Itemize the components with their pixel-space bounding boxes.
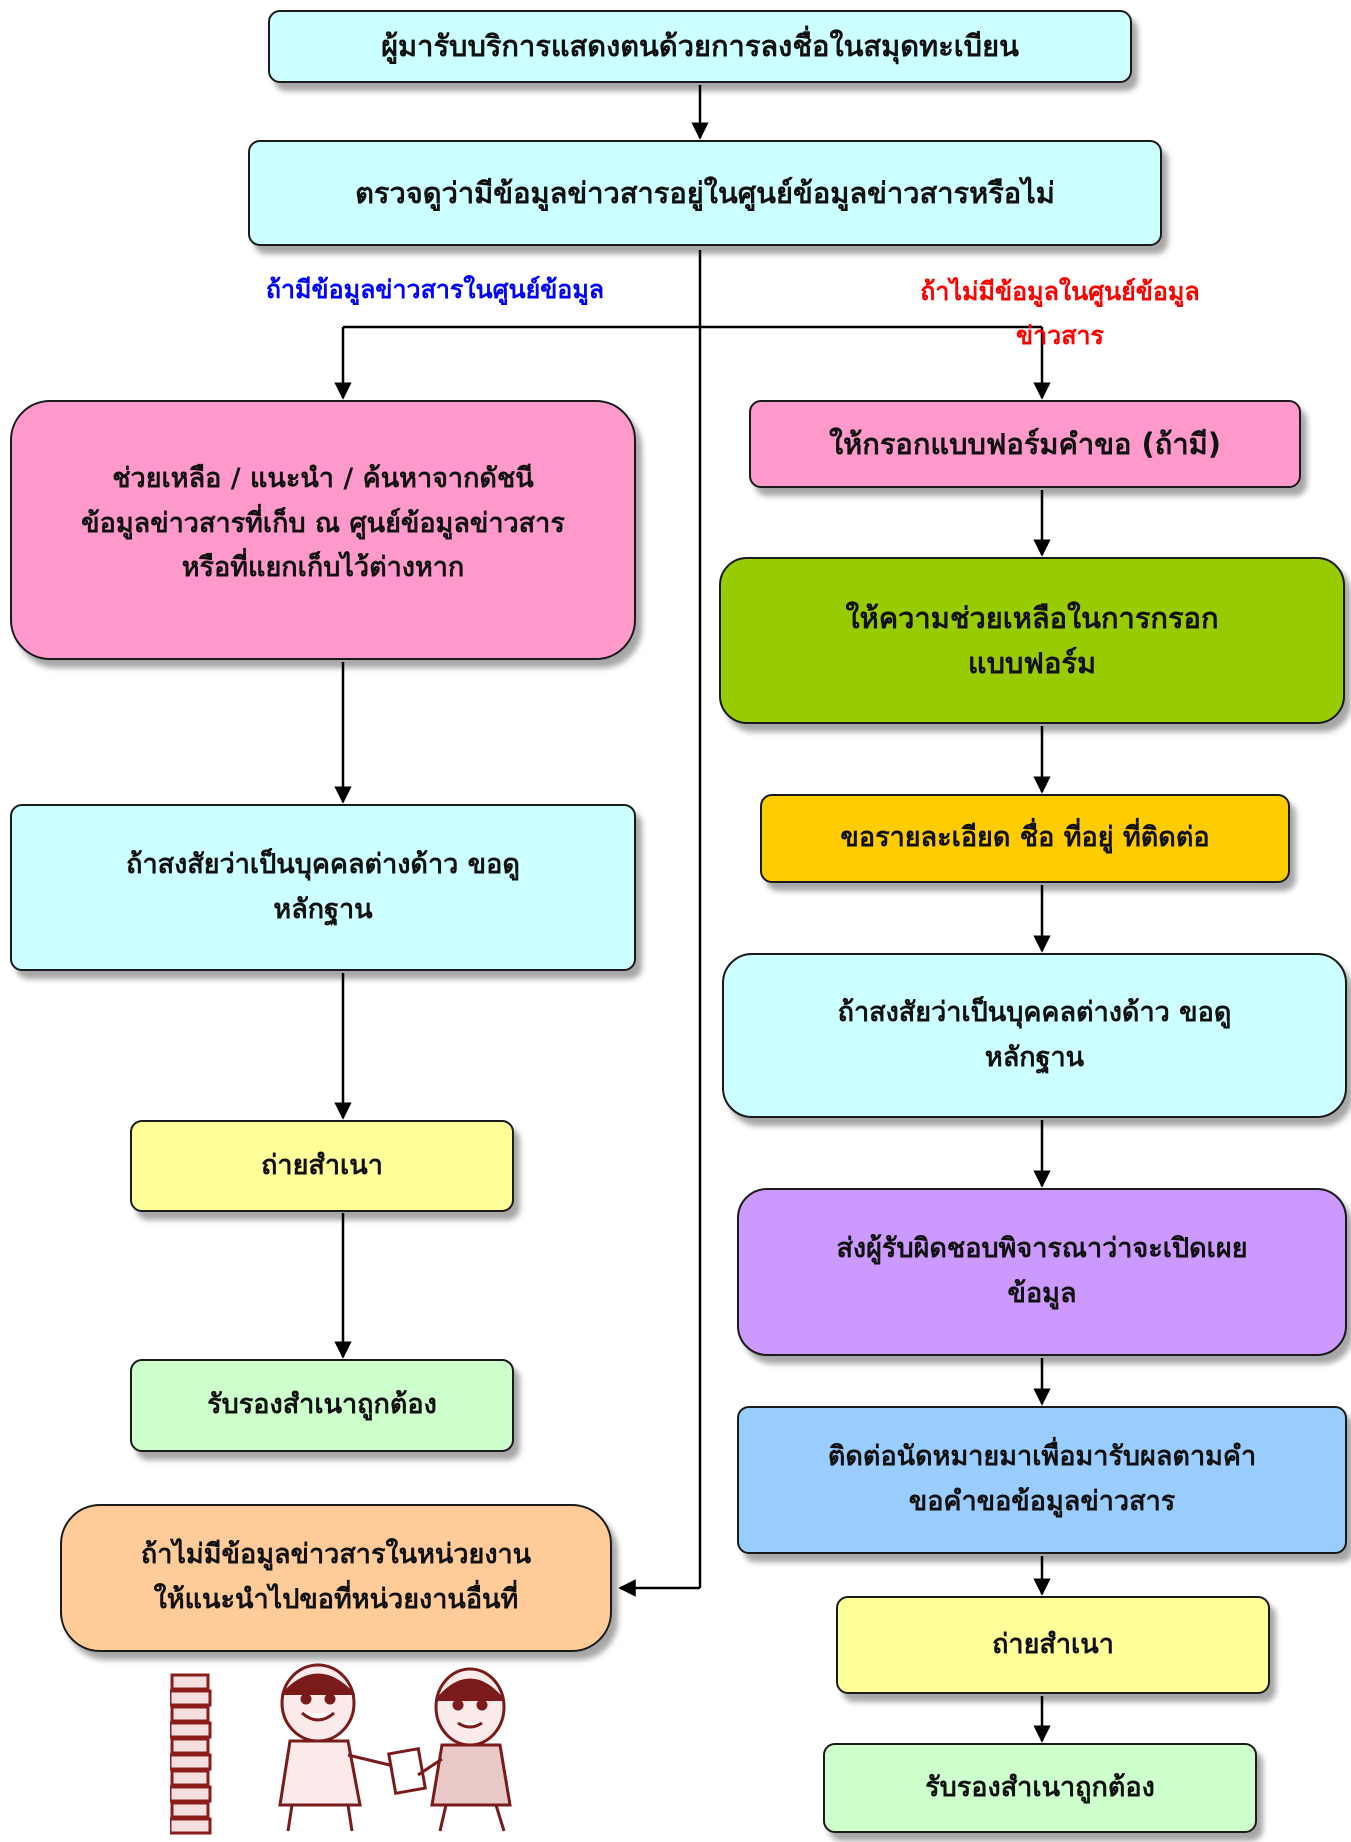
- suspect-foreigner-box-right: ถ้าสงสัยว่าเป็นบุคคลต่างด้าว ขอดู หลักฐา…: [722, 953, 1347, 1118]
- help-search-line-2: ข้อมูลข่าวสารที่เก็บ ณ ศูนย์ข้อมูลข่าวสา…: [81, 507, 565, 539]
- paper-stack-icon: [170, 1673, 212, 1835]
- suspect-foreigner-box-left: ถ้าสงสัยว่าเป็นบุคคลต่างด้าว ขอดู หลักฐา…: [10, 804, 636, 971]
- branch-no-label-line1: ถ้าไม่มีข้อมูลในศูนย์ข้อมูล: [920, 277, 1200, 306]
- refer-other-agency-box: ถ้าไม่มีข้อมูลข่าวสารในหน่วยงาน ให้แนะนำ…: [60, 1504, 612, 1652]
- person-left-icon: [278, 1663, 399, 1832]
- branch-no-label-line2: ข่าวสาร: [1016, 320, 1104, 350]
- appointment-box: ติดต่อนัดหมายมาเพื่อมารับผลตามคำ ขอคำขอข…: [737, 1406, 1347, 1554]
- consider-line-1: ส่งผู้รับผิดชอบพิจารณาว่าจะเปิดเผย: [836, 1233, 1248, 1265]
- certify-right-text: รับรองสำเนาถูกต้อง: [925, 1771, 1155, 1803]
- document-icon: [387, 1746, 427, 1796]
- appointment-line-1: ติดต่อนัดหมายมาเพื่อมารับผลตามคำ: [827, 1441, 1257, 1473]
- refer-line-1: ถ้าไม่มีข้อมูลข่าวสารในหน่วยงาน: [140, 1539, 532, 1571]
- request-details-box: ขอรายละเอียด ชื่อ ที่อยู่ ที่ติดต่อ: [760, 794, 1290, 883]
- help-search-box: ช่วยเหลือ / แนะนำ / ค้นหาจากดัชนี ข้อมูล…: [10, 400, 636, 660]
- copy-left-text: ถ่ายสำเนา: [261, 1149, 383, 1181]
- person-right-icon: [417, 1667, 512, 1832]
- check-step-text: ตรวจดูว่ามีข้อมูลข่าวสารอยู่ในศูนย์ข้อมู…: [355, 175, 1055, 210]
- assist-line-1: ให้ความช่วยเหลือในการกรอก: [845, 600, 1219, 635]
- certify-left-text: รับรองสำเนาถูกต้อง: [207, 1389, 437, 1421]
- suspect-left-line-2: หลักฐาน: [273, 893, 373, 925]
- branch-no-label: ถ้าไม่มีข้อมูลในศูนย์ข้อมูล ข่าวสาร: [870, 270, 1250, 358]
- start-step-text: ผู้มารับบริการแสดงตนด้วยการลงชื่อในสมุดท…: [381, 29, 1019, 64]
- branch-yes-label-text: ถ้ามีข้อมูลข่าวสารในศูนย์ข้อมูล: [265, 275, 605, 304]
- copy-box-left: ถ่ายสำเนา: [130, 1120, 514, 1212]
- request-details-text: ขอรายละเอียด ชื่อ ที่อยู่ ที่ติดต่อ: [840, 822, 1210, 854]
- start-step-box: ผู้มารับบริการแสดงตนด้วยการลงชื่อในสมุดท…: [268, 10, 1132, 83]
- certify-box-right: รับรองสำเนาถูกต้อง: [823, 1743, 1257, 1833]
- suspect-left-line-1: ถ้าสงสัยว่าเป็นบุคคลต่างด้าว ขอดู: [126, 848, 520, 880]
- fill-form-box: ให้กรอกแบบฟอร์มคำขอ (ถ้ามี): [749, 400, 1301, 488]
- suspect-right-line-2: หลักฐาน: [984, 1041, 1085, 1073]
- assist-line-2: แบบฟอร์ม: [967, 645, 1097, 680]
- suspect-right-line-1: ถ้าสงสัยว่าเป็นบุคคลต่างด้าว ขอดู: [837, 996, 1232, 1028]
- branch-yes-label: ถ้ามีข้อมูลข่าวสารในศูนย์ข้อมูล: [225, 270, 645, 310]
- help-search-line-1: ช่วยเหลือ / แนะนำ / ค้นหาจากดัชนี: [112, 463, 534, 494]
- fill-form-text: ให้กรอกแบบฟอร์มคำขอ (ถ้ามี): [828, 426, 1222, 461]
- two-people-exchanging-document-icon: [170, 1663, 512, 1835]
- certify-box-left: รับรองสำเนาถูกต้อง: [130, 1359, 514, 1452]
- check-step-box: ตรวจดูว่ามีข้อมูลข่าวสารอยู่ในศูนย์ข้อมู…: [248, 140, 1162, 246]
- consider-disclosure-box: ส่งผู้รับผิดชอบพิจารณาว่าจะเปิดเผย ข้อมู…: [737, 1188, 1347, 1356]
- copy-box-right: ถ่ายสำเนา: [836, 1596, 1270, 1694]
- refer-line-2: ให้แนะนำไปขอที่หน่วยงานอื่นที่: [153, 1584, 519, 1615]
- consider-line-2: ข้อมูล: [1007, 1278, 1077, 1309]
- copy-right-text: ถ่ายสำเนา: [992, 1628, 1114, 1660]
- help-search-line-3: หรือที่แยกเก็บไว้ต่างหาก: [181, 552, 465, 584]
- appointment-line-2: ขอคำขอข้อมูลข่าวสาร: [908, 1486, 1176, 1517]
- assist-form-box: ให้ความช่วยเหลือในการกรอก แบบฟอร์ม: [719, 557, 1345, 724]
